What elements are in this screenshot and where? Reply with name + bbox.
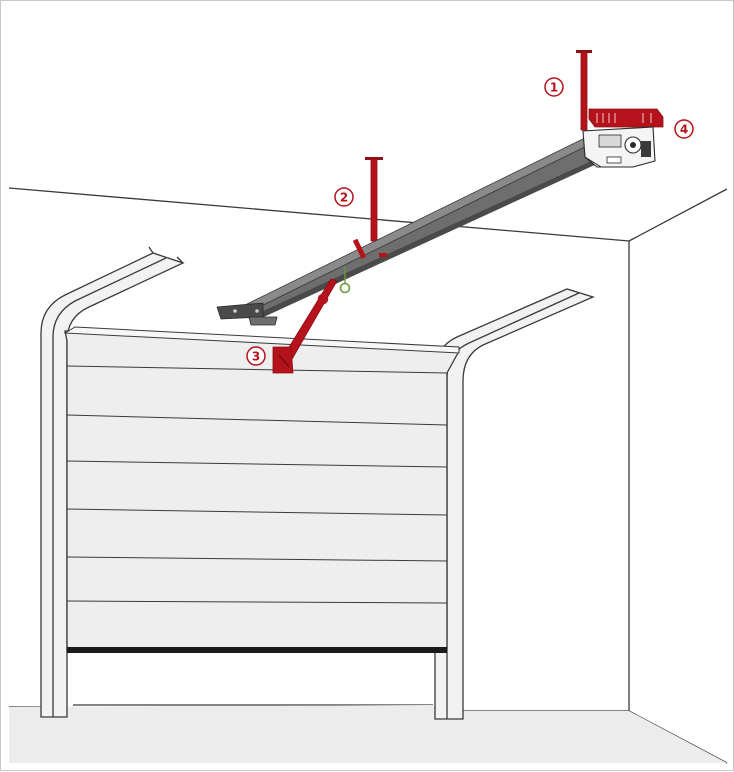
emergency-release [339, 267, 351, 294]
ceiling-wall-edge-left [8, 187, 630, 242]
callout-4: 4 [674, 119, 694, 139]
door-track-right [434, 288, 595, 720]
callout-2-label: 2 [340, 191, 348, 205]
arm-pivot-ring-icon [317, 293, 329, 305]
door-arm [272, 278, 338, 374]
motor-unit [582, 108, 664, 168]
hanger-2-clamp-b [379, 253, 387, 257]
floor [9, 705, 727, 763]
motor-panel [598, 134, 622, 148]
callout-2: 2 [334, 187, 354, 207]
hanger-2-clamp [352, 238, 367, 259]
callout-1-label: 1 [550, 81, 558, 95]
motor-top-bracket [588, 108, 664, 128]
rail-bottom [251, 159, 599, 321]
callout-1: 1 [544, 77, 564, 97]
rail [240, 134, 599, 321]
callout-3-label: 3 [252, 350, 260, 364]
ceiling-hanger-1 [576, 50, 592, 131]
door-bottom-seal [67, 647, 447, 653]
door-top-edge [63, 326, 460, 354]
front-bracket [216, 302, 278, 326]
release-ring-icon [339, 282, 351, 294]
garage-door [63, 326, 461, 653]
ceiling-hanger-2 [365, 157, 383, 242]
ceiling-wall-edge-right [628, 188, 728, 242]
door-section-lines [66, 365, 448, 604]
rail-top [240, 134, 598, 314]
callout-3: 3 [246, 346, 266, 366]
callout-4-label: 4 [680, 123, 688, 137]
rail-side [246, 140, 598, 318]
